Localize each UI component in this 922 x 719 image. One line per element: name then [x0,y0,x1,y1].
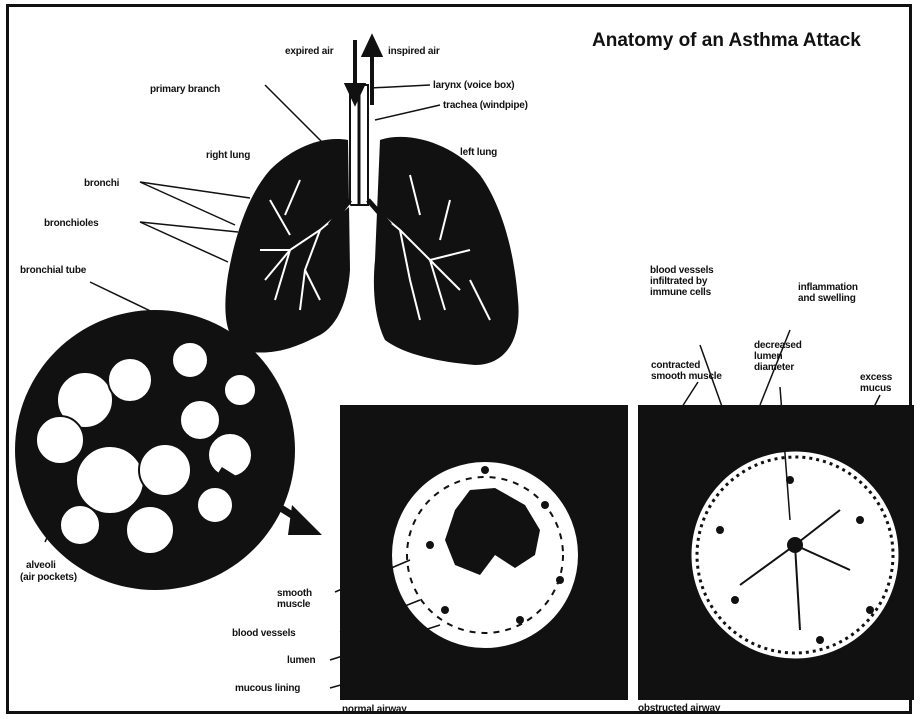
label-bronchi: bronchi [84,178,119,189]
label-bronchioles: bronchioles [44,218,98,229]
label-normal-airway: normal airway [342,704,407,715]
label-decreased-lumen: decreased lumen diameter [754,340,810,373]
label-right-lung: right lung [206,150,250,161]
label-bronchial-tube: bronchial tube [20,265,86,276]
label-mucous-lining: mucous lining [235,683,300,694]
label-trachea: trachea (windpipe) [443,100,528,111]
label-air-pockets: (air pockets) [20,572,77,583]
right-lung-shape [225,139,350,353]
label-larynx: larynx (voice box) [433,80,514,91]
label-inspired-air: inspired air [388,46,440,57]
label-expired-air: expired air [285,46,333,57]
label-inflammation: inflammation and swelling [798,282,868,304]
trachea-drawing [350,85,368,205]
label-primary-branch: primary branch [150,84,220,95]
label-contracted-muscle: contracted smooth muscle [651,360,729,382]
label-blood-vessels: blood vessels [232,628,296,639]
left-lung-shape [374,137,519,365]
bronchial-tube-arrowhead [288,505,322,535]
label-blood-vessels-infiltrated: blood vessels infiltrated by immune cell… [650,265,742,298]
label-left-lung: left lung [460,147,497,158]
label-lumen: lumen [287,655,315,666]
label-obstructed-airway: obstructed airway [638,703,720,714]
label-smooth-muscle: smooth muscle [277,588,333,610]
label-alveoli: alveoli [26,560,56,571]
label-excess-mucus: excess mucus [860,372,900,394]
page-title: Anatomy of an Asthma Attack [592,30,861,52]
